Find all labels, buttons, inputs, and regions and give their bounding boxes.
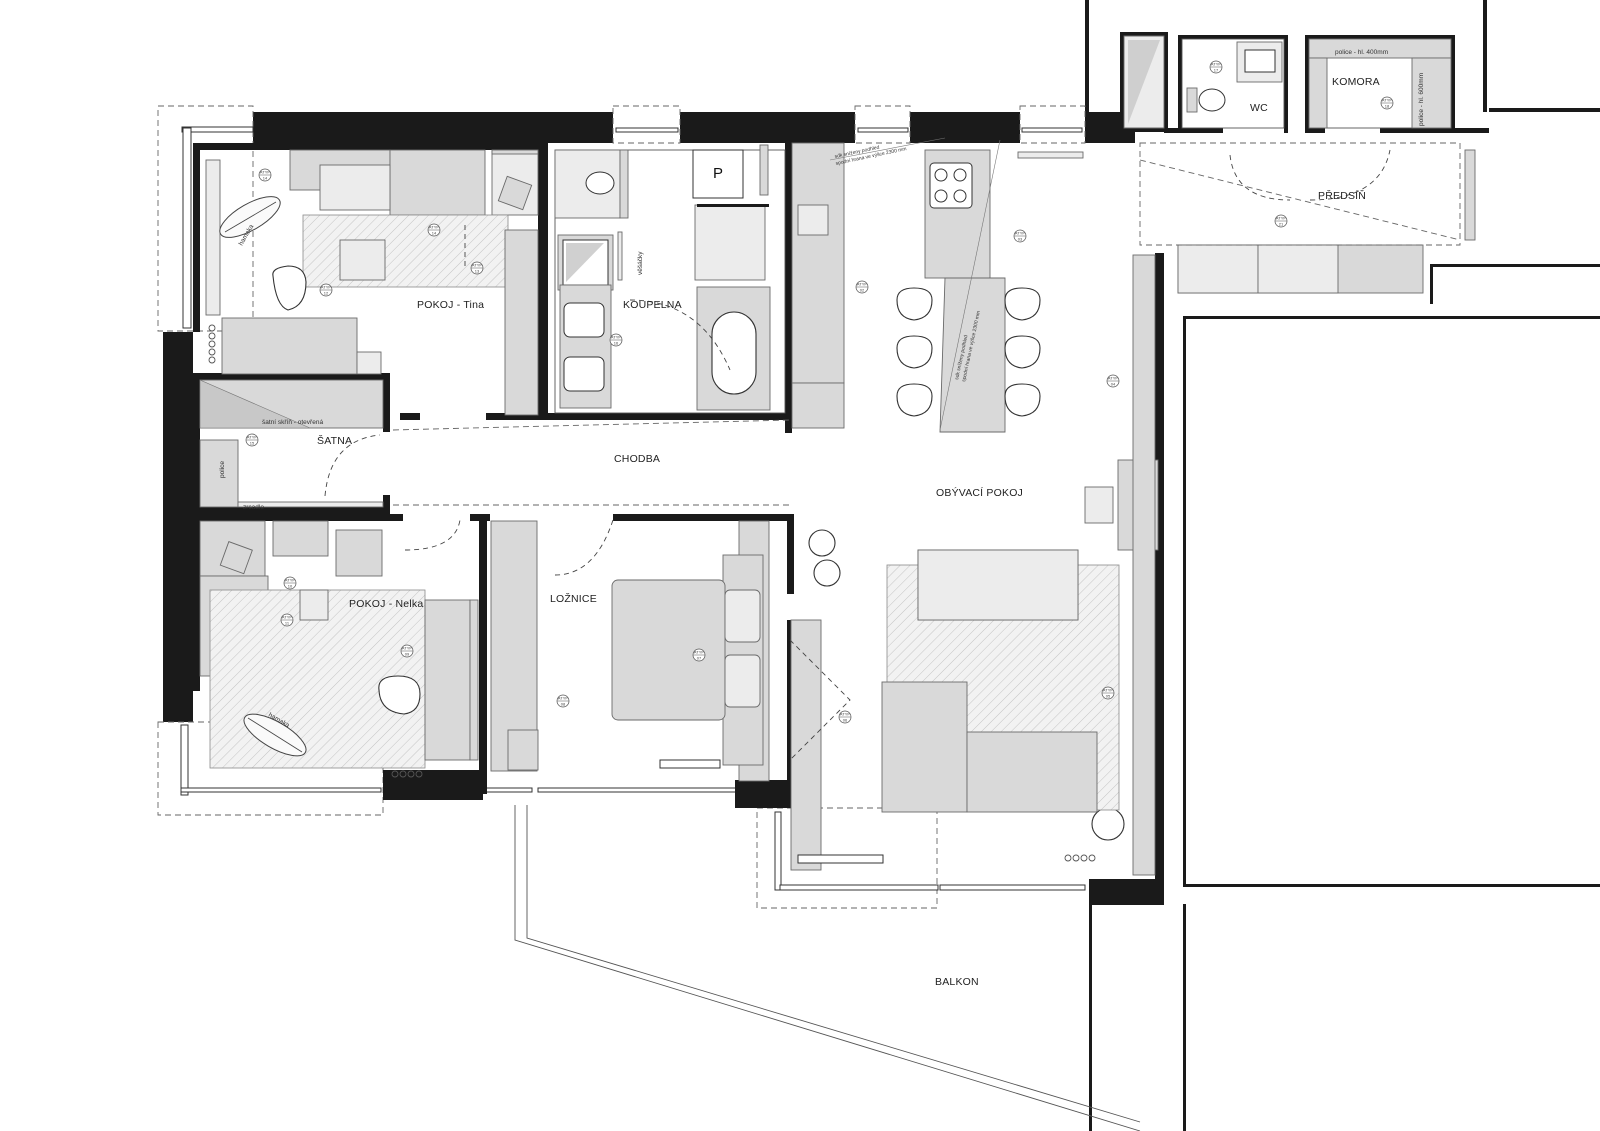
note-satni-skrin: šatní skříň - otevřená — [262, 419, 323, 426]
atyp-tag-number: 21 — [1279, 222, 1284, 227]
atyp-tag-label: ATYP — [694, 650, 704, 655]
atyp-tag-number: 11 — [285, 621, 290, 626]
room-label-wc: WC — [1250, 102, 1268, 114]
furniture-satna — [199, 379, 384, 508]
atyp-tag-label: ATYP — [321, 285, 331, 290]
atyp-tag-number: 15 — [250, 441, 255, 446]
room-label-koupelna: KOUPELNA — [623, 299, 682, 311]
room-label-predsin: PŘEDSÍŇ — [1318, 189, 1366, 202]
atyp-tag-label: ATYP — [472, 263, 482, 268]
furniture-koupelna — [554, 144, 786, 414]
room-label-satna: ŠATNA — [317, 434, 352, 447]
atyp-tag-number: 16 — [614, 341, 619, 346]
atyp-tag-label: ATYP — [260, 170, 270, 175]
atyp-tag-number: 02 — [860, 288, 865, 293]
atyp-tag-label: ATYP — [857, 282, 867, 287]
interior-walls — [193, 32, 1489, 879]
atyp-tag-number: 14 — [432, 231, 437, 236]
atyp-tag-number: 07 — [697, 656, 702, 661]
atyp-tag-label: ATYP — [558, 696, 568, 701]
balcony — [514, 805, 1141, 1131]
atyp-tag-number: 06 — [843, 718, 848, 723]
atyp-tag-label: ATYP — [840, 712, 850, 717]
atyp-tag-label: ATYP — [402, 646, 412, 651]
note-zrcadlo: zrcadlo — [243, 504, 264, 511]
room-label-chodba: CHODBA — [614, 453, 660, 465]
room-label-loznice: LOŽNICE — [550, 592, 597, 605]
note-police-satna: police — [219, 461, 226, 478]
room-label-balkon: BALKON — [935, 976, 979, 988]
atyp-tag-number: 09 — [405, 652, 410, 657]
atyp-tag-label: ATYP — [1382, 98, 1392, 103]
atyp-tag-label: ATYP — [282, 615, 292, 620]
atyp-tag-number: 13 — [475, 269, 480, 274]
note-police-600: police - hl. 600mm — [1418, 73, 1425, 126]
atyp-tag-number: 12 — [324, 291, 329, 296]
atyp-tag-number: 17 — [1214, 68, 1219, 73]
atyp-tag-label: ATYP — [1108, 376, 1118, 381]
room-label-komora: KOMORA — [1332, 76, 1380, 88]
atyp-tag-label: ATYP — [1103, 688, 1113, 693]
atyp-tag-number: 10 — [288, 584, 293, 589]
room-labels: POKOJ - Tina KOUPELNA ŠATNA CHODBA POKOJ… — [317, 76, 1380, 988]
atyp-tag-number: 08 — [561, 702, 566, 707]
room-label-pokoj-tina: POKOJ - Tina — [417, 299, 484, 311]
furniture-obyvaci — [789, 137, 1159, 876]
furniture-tina — [205, 149, 539, 416]
atyp-tag-number: 14 — [263, 176, 268, 181]
atyp-tag-label: ATYP — [247, 435, 257, 440]
atyp-tag-number: 04 — [1111, 382, 1116, 387]
room-label-obyvaci-pokoj: OBÝVACÍ POKOJ — [936, 486, 1023, 499]
furniture-entry — [1139, 38, 1476, 294]
atyp-tag-label: ATYP — [429, 225, 439, 230]
atyp-tag-number: 18 — [1385, 104, 1390, 109]
atyp-tag-number: 03 — [1018, 237, 1023, 242]
furniture-nelka — [199, 519, 479, 778]
note-police-400: police - hl. 400mm — [1335, 49, 1388, 56]
atyp-tag-label: ATYP — [1211, 62, 1221, 67]
atyp-tags: ATYP14ATYP14ATYP13ATYP12ATYP16ATYP15ATYP… — [245, 60, 1394, 724]
note-vesacky: věšáčky — [637, 251, 644, 275]
furniture-loznice — [490, 519, 770, 782]
atyp-tag-label: ATYP — [611, 335, 621, 340]
atyp-tag-number: 05 — [1106, 694, 1111, 699]
room-label-pokoj-nelka: POKOJ - Nelka — [349, 598, 423, 610]
atyp-tag-label: ATYP — [1015, 231, 1025, 236]
atyp-tag-label: ATYP — [285, 578, 295, 583]
note-parking-p: P — [713, 165, 723, 182]
atyp-tag-label: ATYP — [1276, 216, 1286, 221]
